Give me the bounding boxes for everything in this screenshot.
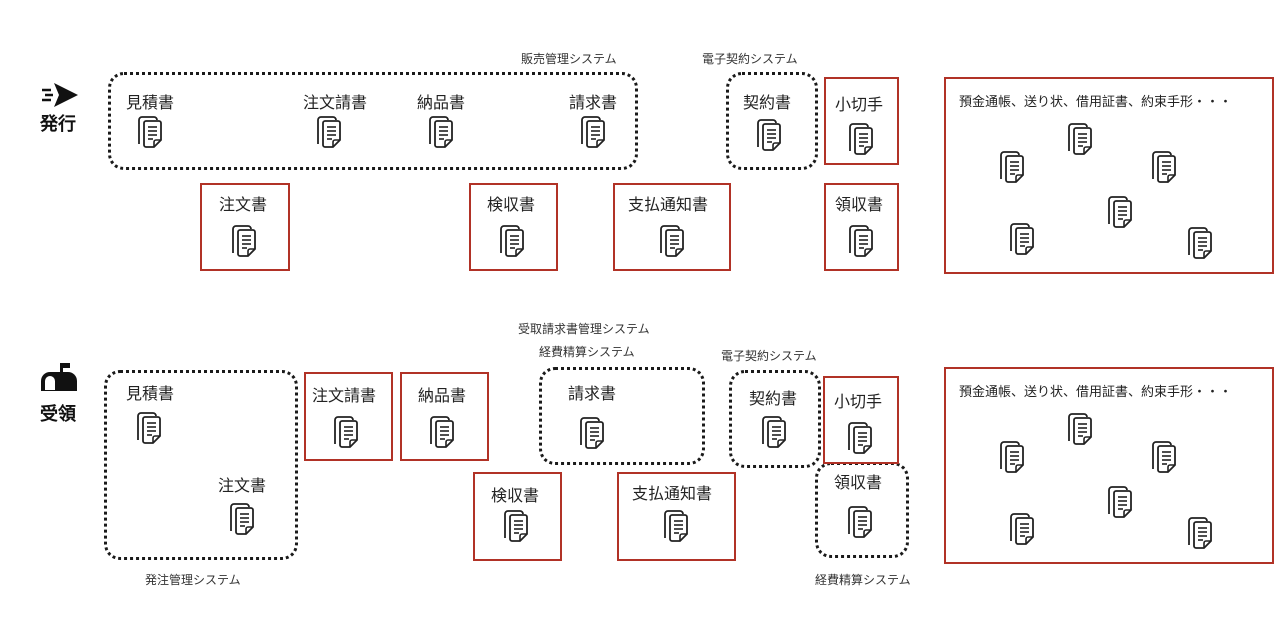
doc-label: 領収書 (835, 195, 884, 214)
document-icon (1066, 121, 1094, 157)
document-icon (427, 114, 455, 150)
system-group-econtract (726, 72, 818, 170)
doc-check[interactable]: 小切手 (824, 77, 899, 165)
document-icon (332, 414, 360, 450)
document-icon (1008, 221, 1036, 257)
system-group-invoice (539, 367, 705, 465)
document-icon (1106, 194, 1134, 230)
doc-order-ack[interactable]: 注文請書 (304, 372, 393, 461)
document-icon (998, 439, 1026, 475)
document-icon (755, 117, 783, 153)
doc-payment-notice[interactable]: 支払通知書 (617, 472, 736, 561)
doc-label: 領収書 (834, 473, 883, 492)
doc-label: 契約書 (743, 93, 792, 112)
document-icon (1186, 225, 1214, 261)
system-label-purchase: 発注管理システム (145, 573, 241, 587)
misc-documents-box[interactable]: 預金通帳、送り状、借用証書、約束手形・・・ (944, 367, 1274, 564)
document-icon (1066, 411, 1094, 447)
document-icon (1008, 511, 1036, 547)
system-label-expense-top: 経費精算システム (539, 345, 635, 359)
doc-label: 注文書 (218, 476, 267, 495)
system-label-expense-bottom: 経費精算システム (815, 573, 911, 587)
doc-label: 小切手 (834, 392, 883, 411)
document-icon (498, 223, 526, 259)
doc-label: 検収書 (491, 486, 540, 505)
document-icon (846, 504, 874, 540)
system-label-econtract: 電子契約システム (702, 52, 798, 66)
doc-label: 契約書 (749, 389, 798, 408)
document-icon (579, 114, 607, 150)
issue-label: 発行 (40, 114, 76, 135)
doc-label: 検収書 (487, 195, 536, 214)
document-icon (136, 114, 164, 150)
misc-documents-box[interactable]: 預金通帳、送り状、借用証書、約束手形・・・ (944, 77, 1274, 274)
document-icon (847, 223, 875, 259)
document-icon (228, 501, 256, 537)
doc-label: 請求書 (568, 384, 617, 403)
paper-plane-icon (40, 82, 78, 108)
doc-label: 納品書 (417, 93, 466, 112)
system-label-econtract: 電子契約システム (721, 349, 817, 363)
doc-label: 支払通知書 (632, 484, 713, 503)
doc-label: 見積書 (126, 93, 175, 112)
document-icon (230, 223, 258, 259)
doc-inspection[interactable]: 検収書 (473, 472, 562, 561)
document-icon (135, 410, 163, 446)
system-label-sales: 販売管理システム (521, 52, 617, 66)
doc-delivery[interactable]: 納品書 (400, 372, 489, 461)
document-icon (1106, 484, 1134, 520)
document-icon (846, 420, 874, 456)
doc-label: 見積書 (126, 384, 175, 403)
system-group-sales (108, 72, 638, 170)
receive-label: 受領 (40, 404, 76, 425)
doc-label: 支払通知書 (628, 195, 709, 214)
doc-receipt[interactable]: 領収書 (824, 183, 899, 271)
document-icon (1150, 439, 1178, 475)
doc-inspection[interactable]: 検収書 (469, 183, 558, 271)
doc-label: 小切手 (835, 95, 884, 114)
document-icon (998, 149, 1026, 185)
system-group-econtract (729, 370, 821, 468)
doc-label: 納品書 (418, 386, 467, 405)
doc-label: 請求書 (569, 93, 618, 112)
document-icon (578, 415, 606, 451)
doc-label: 注文書 (219, 195, 268, 214)
doc-check[interactable]: 小切手 (823, 376, 899, 464)
document-icon (1150, 149, 1178, 185)
system-label-invoice-mgmt: 受取請求書管理システム (518, 322, 650, 336)
document-icon (760, 414, 788, 450)
document-icon (662, 508, 690, 544)
doc-label: 注文請書 (312, 386, 377, 405)
system-group-purchase (104, 370, 298, 560)
misc-documents-label: 預金通帳、送り状、借用証書、約束手形・・・ (959, 95, 1233, 110)
document-icon (847, 121, 875, 157)
mailbox-icon (40, 363, 78, 393)
doc-payment-notice[interactable]: 支払通知書 (613, 183, 731, 271)
document-icon (315, 114, 343, 150)
document-icon (1186, 515, 1214, 551)
misc-documents-label: 預金通帳、送り状、借用証書、約束手形・・・ (959, 385, 1233, 400)
doc-order[interactable]: 注文書 (200, 183, 290, 271)
document-icon (428, 414, 456, 450)
document-icon (658, 223, 686, 259)
document-icon (502, 508, 530, 544)
doc-label: 注文請書 (303, 93, 368, 112)
